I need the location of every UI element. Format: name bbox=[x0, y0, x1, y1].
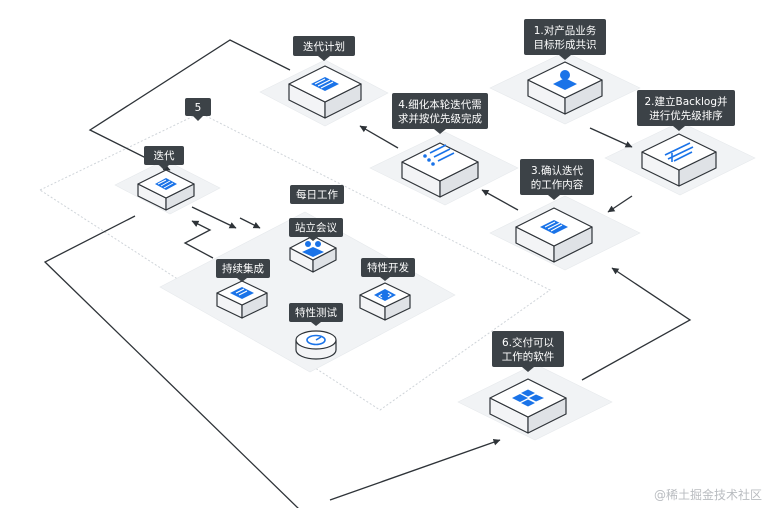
label-num5: 5 bbox=[185, 98, 211, 121]
arrow-step1-to-step2 bbox=[589, 127, 633, 148]
step4-label-line2: 求并按优先级完成 bbox=[398, 112, 482, 125]
label-test: 特性测试 bbox=[289, 303, 343, 326]
test-cylinder bbox=[295, 330, 337, 360]
build-pipeline-icon bbox=[230, 287, 254, 299]
arrow-into-daily bbox=[239, 217, 261, 229]
step1-cube bbox=[527, 61, 603, 115]
step2-label-line1: 2.建立Backlog并 bbox=[644, 95, 727, 108]
dev-label-text: 特性开发 bbox=[367, 261, 409, 274]
label-step2: 2.建立Backlog并 进行优先级排序 bbox=[637, 90, 735, 131]
plan-label-text: 迭代计划 bbox=[303, 40, 345, 53]
platforms bbox=[38, 51, 756, 441]
arrow-iteration-to-daily bbox=[191, 206, 237, 229]
label-step4: 4.细化本轮迭代需 求并按优先级完成 bbox=[392, 93, 488, 134]
user-icon bbox=[553, 70, 577, 90]
document-list-icon bbox=[540, 220, 568, 234]
arrow-plan-to-iteration bbox=[88, 39, 291, 171]
arrow-step3-to-step4 bbox=[481, 189, 519, 211]
standup-cube bbox=[289, 235, 337, 273]
standup-label-text: 站立会议 bbox=[295, 221, 337, 234]
arrow-to-step6 bbox=[329, 438, 501, 501]
list-lines-icon bbox=[311, 77, 339, 91]
arrow-to-bottom bbox=[43, 215, 299, 508]
arrow-daily-to-iteration bbox=[183, 220, 214, 259]
iter-label-text: 迭代 bbox=[154, 150, 175, 162]
iteration-cube bbox=[137, 169, 195, 211]
list-lines-icon bbox=[155, 178, 177, 190]
code-icon bbox=[374, 289, 396, 301]
step2-cube bbox=[641, 133, 717, 187]
step6-cube bbox=[489, 378, 567, 434]
label-dev: 特性开发 bbox=[361, 258, 415, 281]
step1-label-line2: 目标形成共识 bbox=[534, 39, 597, 51]
label-step3: 3.确认迭代 的工作内容 bbox=[520, 159, 594, 200]
windows-grid-icon bbox=[512, 389, 544, 407]
step2-label-line2: 进行优先级排序 bbox=[649, 109, 723, 122]
test-label-text: 特性测试 bbox=[295, 306, 337, 319]
label-daily: 每日工作 bbox=[290, 185, 344, 204]
num5-label-text: 5 bbox=[195, 102, 202, 114]
bullet-list-icon bbox=[423, 144, 455, 166]
daily-label-text: 每日工作 bbox=[296, 188, 338, 201]
ci-label-text: 持续集成 bbox=[222, 262, 264, 275]
step4-cube bbox=[401, 142, 479, 198]
step3-cube bbox=[515, 207, 593, 263]
arrow-step2-to-step3 bbox=[607, 195, 633, 213]
label-plan: 迭代计划 bbox=[293, 36, 355, 61]
gauge-icon bbox=[306, 334, 326, 346]
label-ci: 持续集成 bbox=[216, 259, 270, 282]
dev-cube bbox=[359, 282, 411, 321]
label-iter: 迭代 bbox=[144, 146, 184, 170]
label-step6: 6.交付可以 工作的软件 bbox=[492, 331, 564, 372]
flow-arrows bbox=[43, 39, 692, 508]
sort-bars-icon bbox=[664, 142, 694, 162]
arrow-step6-to-step3 bbox=[581, 267, 692, 381]
step3-label-line1: 3.确认迭代 bbox=[531, 164, 584, 177]
step1-label-line1: 1.对产品业务 bbox=[534, 24, 597, 37]
step6-label-line2: 工作的软件 bbox=[502, 350, 555, 363]
watermark: @稀土掘金技术社区 bbox=[654, 487, 762, 502]
label-step1: 1.对产品业务 目标形成共识 bbox=[524, 19, 606, 60]
team-icon bbox=[302, 241, 324, 257]
daily-work-platform bbox=[159, 211, 456, 373]
arrow-step4-to-plan bbox=[359, 125, 399, 149]
step3-label-line2: 的工作内容 bbox=[531, 178, 584, 191]
plan-cube bbox=[288, 65, 362, 119]
ci-cube bbox=[216, 280, 268, 319]
label-standup: 站立会议 bbox=[289, 218, 343, 241]
step6-label-line1: 6.交付可以 bbox=[502, 336, 555, 349]
step4-label-line1: 4.细化本轮迭代需 bbox=[398, 98, 482, 111]
